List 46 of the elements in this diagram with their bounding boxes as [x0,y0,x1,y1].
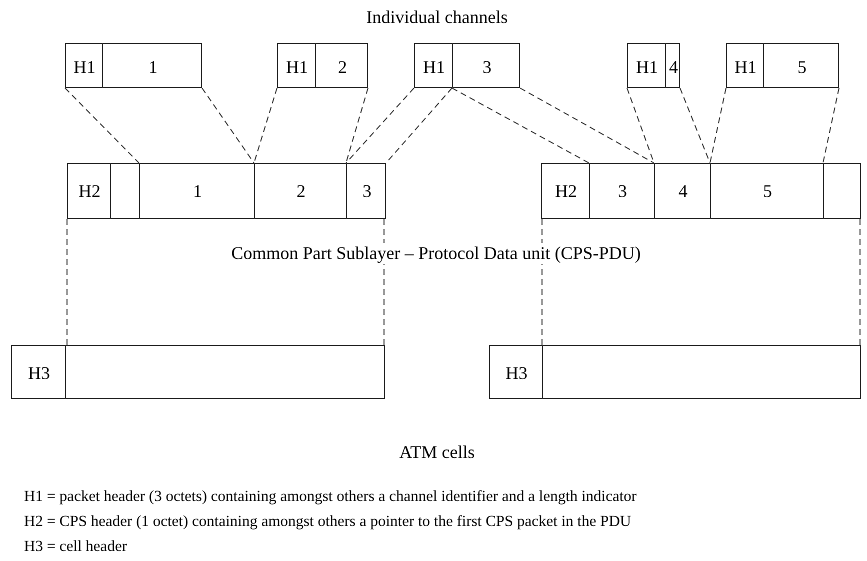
dashed-line [346,88,414,164]
dashed-line [346,88,368,164]
packet-box [726,43,839,88]
dashed-line [254,88,278,164]
atm-cell-box [11,345,385,399]
dashed-line [710,88,726,164]
dashed-line [64,88,140,164]
channel-number: 3 [482,56,492,76]
channel-number: 3 [362,181,372,201]
pdu-box [67,163,386,219]
caption: ATM cells [399,442,475,463]
packet-box [414,43,520,88]
channel-number: 3 [618,181,627,201]
channel-number: 1 [148,56,158,76]
pdu-box [541,163,861,219]
dashed-line [520,88,654,164]
note: H3 = cell header [24,538,127,556]
layer-caption: Common Part Sublayer – Protocol Data unit (CPS-PDU) [231,243,641,264]
header-label: H1 [636,56,658,76]
note: H2 = CPS header (1 octet) containing amongst others a pointer to the first CPS packet in the PDU [24,513,632,531]
dashed-line [66,218,68,346]
header-label: H2 [555,181,577,201]
header-label: H1 [423,56,445,76]
header-label: H1 [734,56,756,76]
packet-box [277,43,368,88]
dashed-line [452,88,590,164]
channel-number: 2 [338,56,347,76]
packet-box [65,43,202,88]
header-label: H3 [28,363,50,383]
dashed-line [202,88,254,164]
header-label: H2 [78,181,100,201]
packet-box [627,43,680,88]
channel-number: 5 [798,56,806,76]
channel-number: 5 [763,181,772,201]
title: Individual channels [366,7,508,28]
channel-number: 2 [296,181,306,201]
channel-number: 1 [193,181,202,201]
dashed-line [822,88,840,164]
channel-number: 4 [669,56,678,76]
note: H1 = packet header (3 octets) containing amongst others a channel identifier and a length indicator [24,488,637,506]
header-label: H1 [286,56,308,76]
header-label: H3 [506,363,528,383]
atm-cell-box [489,345,861,399]
dashed-line [680,88,710,164]
header-label: H1 [74,56,96,76]
channel-number: 4 [678,181,688,201]
